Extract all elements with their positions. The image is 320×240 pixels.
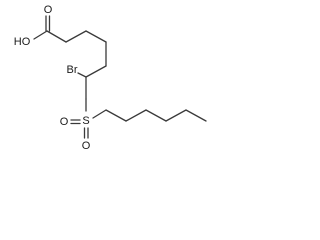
bond-s-h1 bbox=[92, 109, 107, 119]
bond-c5-c6 bbox=[85, 65, 107, 78]
bond-h5-h6 bbox=[185, 109, 207, 122]
bond-h2-h3 bbox=[125, 109, 147, 122]
bond-h1-h2 bbox=[105, 109, 127, 122]
bond-c3-c4 bbox=[85, 30, 107, 43]
atom-label-sulfonyl-oxygen-bottom: O bbox=[82, 140, 91, 152]
bond-c2-c3 bbox=[65, 30, 87, 43]
bond-h4-h5 bbox=[165, 109, 187, 122]
bond-c6-br bbox=[77, 72, 87, 78]
bond-c1-oh bbox=[33, 30, 48, 40]
atom-label-carbonyl-oxygen: O bbox=[44, 4, 53, 16]
bond-c1-c2 bbox=[46, 30, 67, 43]
bond-h3-h4 bbox=[145, 109, 167, 122]
atom-label-sulfonyl-oxygen-left: O bbox=[60, 116, 69, 128]
atom-label-sulfur: S bbox=[82, 115, 89, 127]
atom-label-hydroxyl: HO bbox=[14, 36, 31, 48]
chemical-structure: HO O Br S O O bbox=[14, 4, 207, 152]
atom-label-bromine: Br bbox=[67, 64, 78, 76]
